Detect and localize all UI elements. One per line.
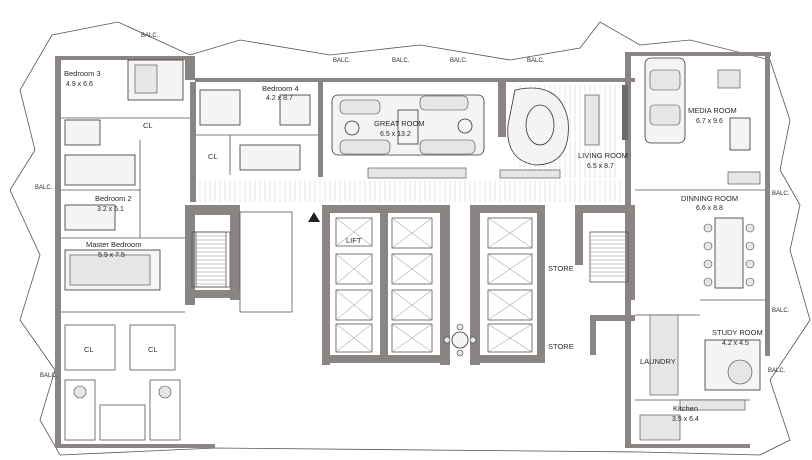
balcony-labels: BALC. BALC. BALC. BALC. BALC. BALC. BALC… (35, 33, 790, 379)
lower-left-closets (64, 324, 181, 441)
living-room-furniture (499, 85, 628, 179)
great-room-dims: 6.5 x 13.2 (380, 131, 411, 138)
bedroom2-dims: 3.2 x 6.1 (97, 206, 124, 213)
master-bedroom-dims: 5.9 x 7.5 (98, 252, 125, 259)
stairs (195, 231, 629, 288)
service-furniture (639, 314, 761, 441)
bedroom2-name: Bedroom 2 (95, 194, 132, 203)
closet-label-4: CL (148, 345, 158, 354)
dining-room-dims: 6.6 x 8.8 (696, 205, 723, 212)
media-room-name: MEDIA ROOM (688, 106, 737, 115)
balcony-label-top-right: BALC. (527, 58, 545, 64)
study-room-name: STUDY ROOM (712, 328, 763, 337)
closet-label-1: CL (143, 121, 153, 130)
balcony-label-left-lower: BALC. (40, 373, 58, 379)
lift-label: LIFT (346, 236, 362, 245)
orientation-marker-icon (308, 212, 320, 222)
lobby-table (443, 323, 477, 357)
master-bedroom-name: Master Bedroom (86, 240, 141, 249)
great-room-furniture (331, 94, 485, 179)
kitchen-name: Kitchen (673, 404, 698, 413)
dining-room-name: DINNING ROOM (681, 194, 738, 203)
balcony-label-top-mid-right: BALC. (450, 58, 468, 64)
elevator-cabins (335, 217, 533, 353)
study-room-dims: 4.2 x 4.5 (722, 340, 749, 347)
living-room-dims: 6.5 x 8.7 (587, 163, 614, 170)
closet-label-2: CL (208, 152, 218, 161)
utility-labels: LIFT STORE STORE LAUNDRY CL CL CL CL (84, 121, 676, 366)
balcony-label-top-mid-left: BALC. (333, 58, 351, 64)
great-room-name: GREAT ROOM (374, 119, 425, 128)
central-core (185, 205, 635, 365)
balcony-label-top-left: BALC. (141, 33, 159, 39)
balcony-outline (9, 21, 811, 456)
room-labels: Bedroom 3 4.9 x 6.6 Bedroom 4 4.2 x 8.7 … (64, 69, 763, 423)
store-upper-label: STORE (548, 264, 574, 273)
bedroom3-name: Bedroom 3 (64, 69, 101, 78)
closet-label-3: CL (84, 345, 94, 354)
laundry-label: LAUNDRY (640, 357, 676, 366)
living-room-name: LIVING ROOM (578, 151, 628, 160)
kitchen-dims: 3.5 x 6.4 (672, 416, 699, 423)
media-room-furniture (644, 57, 751, 151)
interior-partitions (61, 117, 765, 401)
balcony-label-left-upper: BALC. (35, 185, 53, 191)
balcony-label-right-upper: BALC. (772, 191, 790, 197)
bedroom3-dims: 4.9 x 6.6 (66, 81, 93, 88)
dining-room-furniture (703, 171, 761, 289)
balcony-label-right-lower: BALC. (768, 368, 786, 374)
bedroom4-dims: 4.2 x 8.7 (266, 95, 293, 102)
store-lower-label: STORE (548, 342, 574, 351)
bedroom4-name: Bedroom 4 (262, 84, 299, 93)
balcony-label-right-mid: BALC. (772, 308, 790, 314)
balcony-label-top-mid: BALC. (392, 58, 410, 64)
bedroom-furniture (64, 59, 311, 291)
media-room-dims: 6.7 x 9.6 (696, 118, 723, 125)
